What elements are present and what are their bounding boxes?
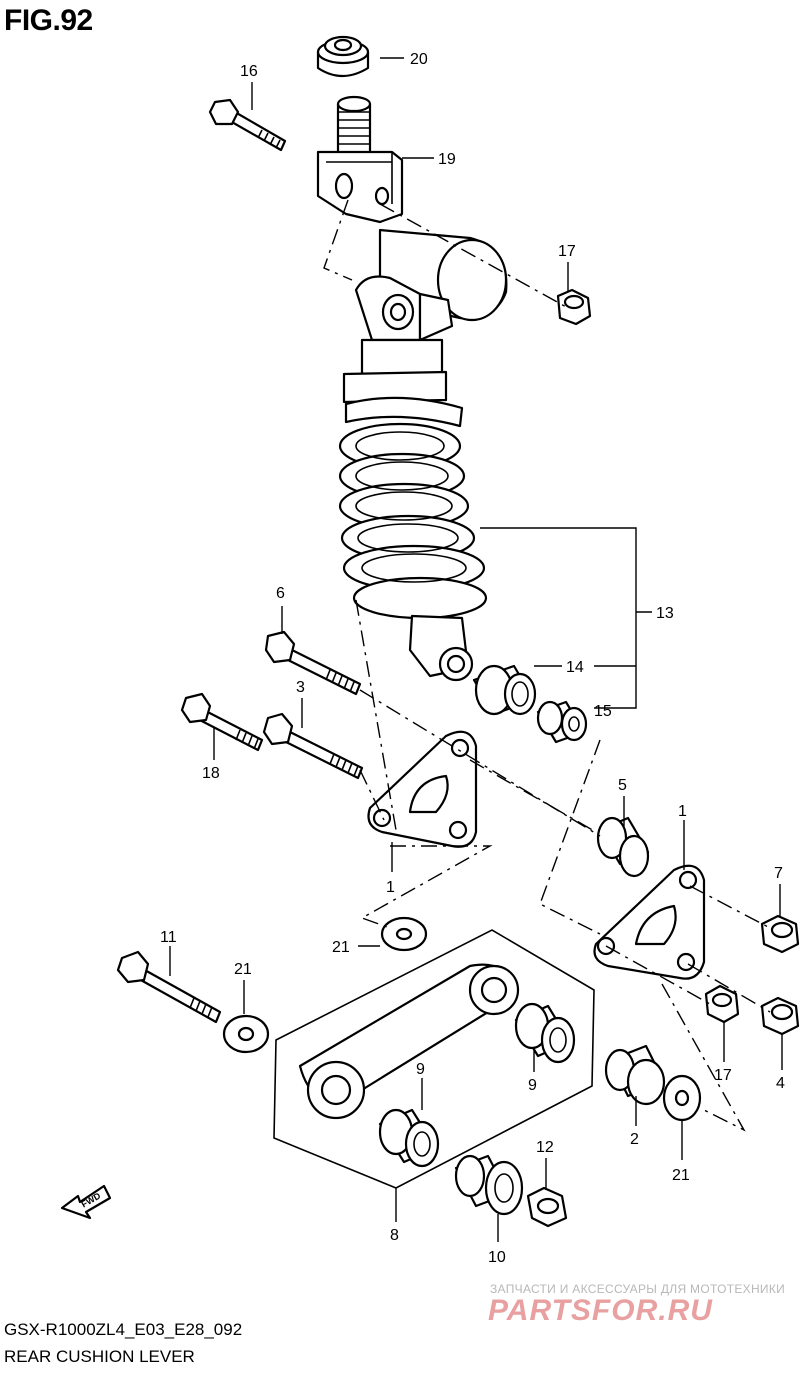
part-14-bearing — [472, 664, 537, 716]
figure-title: FIG.92 — [4, 4, 93, 37]
part-21-washer-top — [380, 916, 428, 952]
callout-5: 5 — [618, 777, 627, 794]
callout-16: 16 — [240, 63, 258, 80]
callout-13: 13 — [656, 605, 674, 622]
callout-4: 4 — [776, 1075, 785, 1092]
callout-2: 2 — [630, 1131, 639, 1148]
callout-17: 17 — [714, 1067, 732, 1084]
part-13-shock-absorber — [338, 228, 508, 682]
callout-17: 17 — [558, 243, 576, 260]
watermark-logo: PARTSFOR.RU — [488, 1294, 713, 1327]
part-21-washer-right — [662, 1074, 702, 1122]
callout-9: 9 — [528, 1077, 537, 1094]
callout-14: 14 — [566, 659, 584, 676]
svg-text:PARTSFOR.RU: PARTSFOR.RU — [488, 1294, 713, 1327]
part-9-bearing-left — [378, 1108, 440, 1168]
assembly-lines — [323, 199, 771, 1132]
part-12-nut — [526, 1186, 568, 1228]
callout-3: 3 — [296, 679, 305, 696]
callout-8: 8 — [390, 1227, 399, 1244]
callout-9: 9 — [416, 1061, 425, 1078]
callout-10: 10 — [488, 1249, 506, 1266]
model-code: GSX-R1000ZL4_E03_E28_092 — [4, 1320, 243, 1339]
callout-21: 21 — [672, 1167, 690, 1184]
forward-direction-arrow: FWD — [60, 1184, 112, 1220]
callout-15: 15 — [594, 703, 612, 720]
part-9-bearing-right — [514, 1002, 576, 1064]
callout-12: 12 — [536, 1139, 554, 1156]
part-21-washer-left — [222, 1014, 270, 1054]
leader-lines — [169, 57, 783, 1242]
callout-21: 21 — [234, 961, 252, 978]
part-18-bolt — [180, 692, 264, 752]
callout-labels: 20 16 19 17 13 14 15 6 3 18 1 5 1 7 21 1… — [160, 51, 785, 1266]
part-3-bolt — [262, 712, 364, 780]
callout-6: 6 — [276, 585, 285, 602]
part-1-lever-plate-left — [367, 730, 478, 848]
part-16-bolt — [208, 98, 287, 152]
part-11-bolt — [116, 950, 222, 1024]
callout-19: 19 — [438, 151, 456, 168]
part-17-nut-lower — [704, 984, 740, 1024]
part-20-nut — [316, 35, 370, 78]
part-19-upper-bracket — [316, 95, 404, 224]
part-5-spacer — [596, 816, 650, 878]
part-17-nut-upper — [556, 288, 592, 326]
callout-7: 7 — [774, 865, 783, 882]
callout-21: 21 — [332, 939, 350, 956]
part-15-spacer — [536, 700, 588, 744]
callout-11: 11 — [160, 929, 177, 946]
callout-1: 1 — [678, 803, 687, 820]
callout-18: 18 — [202, 765, 220, 782]
part-6-bolt — [264, 630, 362, 696]
part-4-nut — [760, 996, 800, 1036]
watermark-tagline: ЗАПЧАСТИ И АКСЕССУАРЫ ДЛЯ МОТОТЕХНИКИ — [490, 1282, 786, 1296]
part-2-spacer — [604, 1044, 666, 1106]
callout-20: 20 — [410, 51, 428, 68]
part-7-nut — [760, 914, 800, 954]
part-10-collar — [454, 1154, 524, 1216]
callout-1: 1 — [386, 879, 395, 896]
part-8-cushion-rod — [273, 929, 595, 1189]
diagram-caption: REAR CUSHION LEVER — [4, 1347, 195, 1366]
part-1-lever-plate-right — [593, 864, 706, 980]
